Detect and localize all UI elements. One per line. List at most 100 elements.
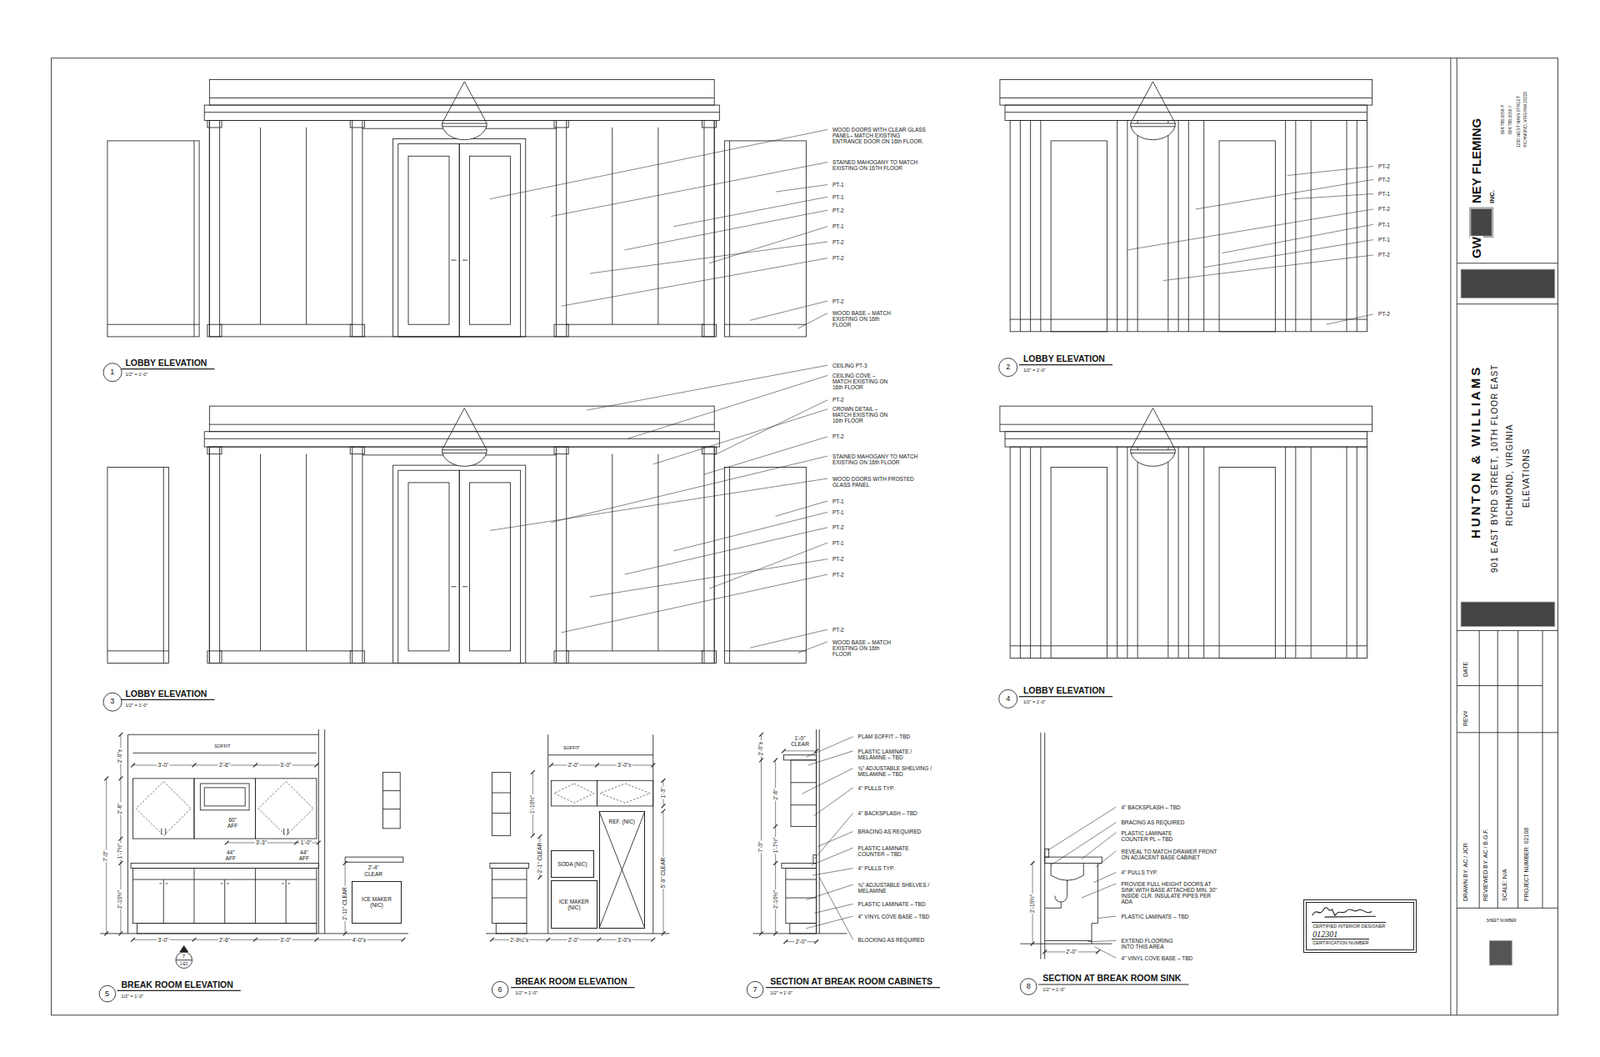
door-leaf <box>398 470 460 663</box>
pilaster <box>351 120 353 336</box>
glass-panel <box>469 155 510 325</box>
upper-cabinet <box>255 778 316 839</box>
title-block-rule <box>1456 685 1543 686</box>
dimension: 3'-0" <box>156 936 170 943</box>
dimension-tick <box>537 834 542 839</box>
sheet-border <box>51 58 1559 1015</box>
drawing-title: LOBBY ELEVATION <box>124 358 208 368</box>
wood-base <box>220 650 353 651</box>
pilaster-base <box>207 324 222 337</box>
panel-joint <box>305 127 307 325</box>
pilaster <box>219 446 220 663</box>
dimension: 2'-0" <box>567 936 580 943</box>
signature <box>1310 905 1384 920</box>
floor-line <box>753 932 848 934</box>
leader-line <box>808 750 854 765</box>
pendant-light <box>1130 452 1176 454</box>
paint-tag: PT-2 <box>831 626 845 633</box>
leader-line <box>709 542 828 589</box>
dimension-note: 2'-4" CLEAR <box>361 864 386 876</box>
panel-joint <box>1188 446 1190 658</box>
scale-note: 1/2" = 1'-0" <box>1022 368 1047 374</box>
soffit-line <box>548 754 654 755</box>
panel-joint <box>1285 446 1286 658</box>
callout-note: PLAM SOFFIT – TBD <box>857 733 912 740</box>
floor-line <box>100 932 409 934</box>
callout-number: 8 <box>1025 982 1032 991</box>
pilaster-base <box>350 324 365 337</box>
panel-joint <box>1167 120 1169 331</box>
dimension: 2'-11" CLEAR <box>341 885 348 921</box>
pendant-light <box>441 125 487 127</box>
door-handle <box>450 585 456 587</box>
door-split <box>224 879 225 924</box>
panel-joint <box>1188 120 1190 331</box>
callout-note: 4" BACKSPLASH – TBD <box>1120 804 1181 810</box>
dimension-tick <box>225 840 230 845</box>
paint-tag: PT-2 <box>831 396 845 403</box>
ceiling-cove <box>1000 424 1373 425</box>
dimension-tick <box>118 732 123 737</box>
panel-joint <box>1310 120 1312 331</box>
pendant-light <box>441 123 487 140</box>
appliance-box: REF. (NIC) <box>599 810 645 929</box>
countertop <box>781 862 817 868</box>
appliance-x <box>599 810 645 929</box>
panel-joint <box>1030 446 1031 658</box>
pilaster <box>209 446 210 663</box>
callout-note: CROWN DETAIL – MATCH EXISTING ON 16th FL… <box>831 405 897 424</box>
callout-note: PLASTIC LAMINATE – TBD <box>857 900 927 907</box>
appliance-box: SODA (NIC) <box>550 850 594 878</box>
dimension-tick <box>549 763 554 768</box>
callout-note: WOOD DOORS WITH FROSTED GLASS PANEL <box>831 475 928 488</box>
paint-tag: PT-2 <box>831 255 845 261</box>
panel-joint <box>1356 120 1358 331</box>
title-band <box>1460 269 1555 298</box>
leader-line <box>814 812 854 859</box>
door-split <box>163 879 165 924</box>
leader-line <box>819 877 853 940</box>
title-underline <box>1038 983 1189 985</box>
callout-note: EXTEND FLOORING INTO THIS AREA <box>1120 937 1185 950</box>
panel-joint <box>260 127 261 325</box>
wall-elevation <box>209 446 715 663</box>
title-block-rule <box>1456 303 1558 305</box>
drawing-title: BREAK ROOM ELEVATION <box>120 980 234 990</box>
paint-tag: PT-2 <box>831 571 845 578</box>
title-block-rule <box>1542 630 1544 908</box>
dimension-tick <box>596 937 601 942</box>
dimension-tick <box>661 930 666 935</box>
callout-note: BRACING AS REQUIRED <box>857 828 923 835</box>
callout-note: REVEAL TO MATCH DRAWER FRONT ON ADJACENT… <box>1120 848 1224 860</box>
dimension: 2'-6" <box>218 936 231 943</box>
pendant-light <box>1130 123 1176 140</box>
panel-joint <box>1295 120 1296 331</box>
dimension-tick <box>530 833 535 838</box>
shelf <box>790 804 817 805</box>
pilaster-cap <box>207 120 222 128</box>
panel-joint <box>1356 446 1358 658</box>
drawer-line <box>785 879 817 880</box>
leader-line <box>653 409 828 465</box>
dimension: 2'-10½" <box>772 889 779 910</box>
callout-note: BRACING AS REQUIRED <box>1120 819 1185 825</box>
title-block-text: REV# <box>1462 710 1470 727</box>
ceiling-cove <box>1000 97 1373 99</box>
countertop <box>1045 856 1103 863</box>
toe-kick <box>790 923 817 934</box>
callout-note: ¾" ADJUSTABLE SHELVES / MELAMINE <box>857 881 946 894</box>
dimension-tick <box>104 930 109 935</box>
paint-tag: PT-2 <box>1377 163 1391 170</box>
panel-joint <box>1203 120 1205 331</box>
cabinet-pull <box>283 828 285 835</box>
pilaster-cap <box>554 120 569 128</box>
title-circle <box>491 980 509 998</box>
door-opening <box>1219 467 1275 659</box>
leader-line <box>1326 314 1374 325</box>
crown-molding <box>1005 105 1367 120</box>
leader-line <box>704 436 828 475</box>
title-block-rule <box>1517 630 1519 908</box>
appliance-label: ICE MAKER (NIC) <box>554 898 594 910</box>
callout-number: 6 <box>496 985 503 995</box>
